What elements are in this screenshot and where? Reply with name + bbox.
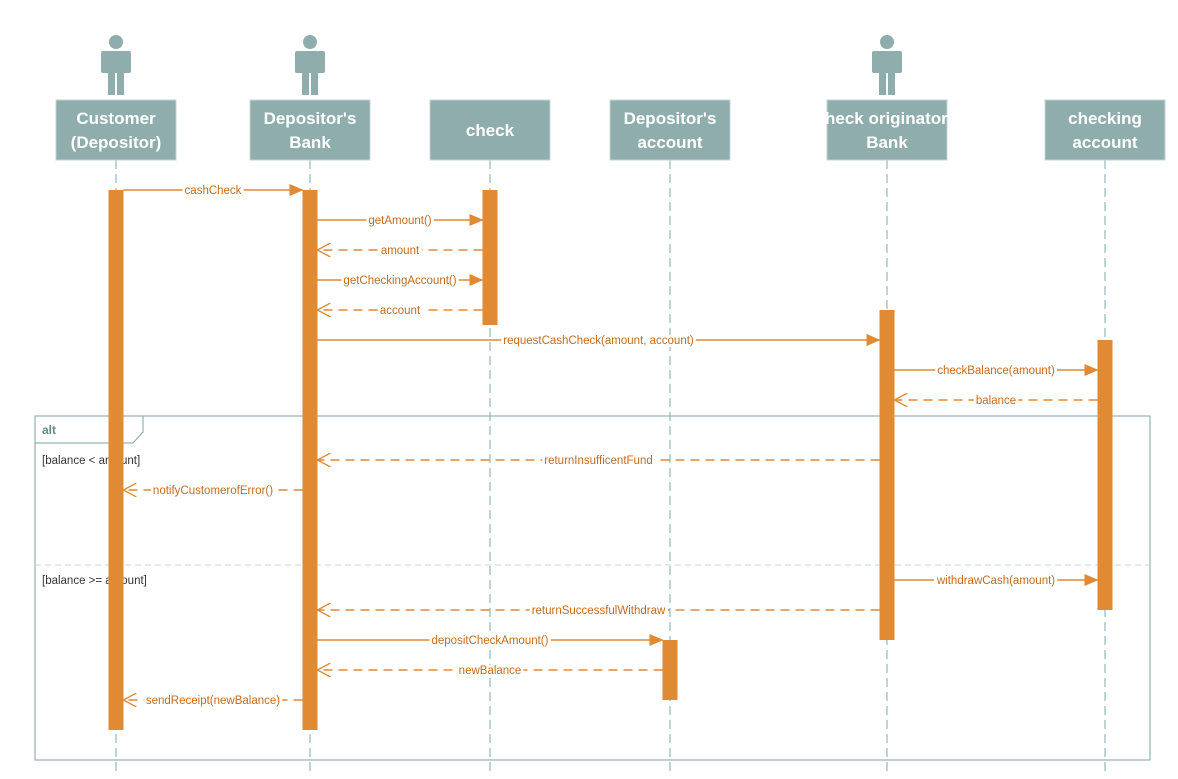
message-label: requestCashCheck(amount, account): [503, 335, 694, 347]
participant-name: Depositor's: [264, 109, 357, 128]
guard-condition-1: [balance < amount]: [42, 455, 140, 467]
message-label-background: [935, 365, 1057, 377]
message-label-background: [501, 335, 696, 347]
message-label: cashCheck: [185, 185, 242, 197]
participant-box-check: [429, 99, 551, 161]
message-label: getAmount(): [368, 215, 431, 227]
participant-box-obank: [826, 99, 948, 161]
activation-bar-check: [482, 190, 498, 325]
message-label-background: [150, 485, 276, 497]
message-label-background: [529, 605, 668, 617]
message-label: depositCheckAmount(): [432, 635, 549, 647]
activation-bar-caccount: [1097, 340, 1113, 610]
activation-bar-obank: [879, 310, 895, 640]
message-label-background: [456, 665, 524, 677]
message-label-background: [973, 395, 1019, 407]
participant-name: Depositor's: [624, 109, 717, 128]
actor-icon: [295, 35, 325, 95]
participant-name: Bank: [866, 133, 908, 152]
message-label-background: [542, 455, 655, 467]
message-label: account: [380, 305, 421, 317]
participant-box-daccount: [609, 99, 731, 161]
participant-box-caccount: [1044, 99, 1166, 161]
message-label-background: [341, 275, 459, 287]
message-label: notifyCustomerofError(): [153, 485, 273, 497]
participant-box-customer: [55, 99, 177, 161]
participant-box-dbank: [249, 99, 371, 161]
participant-name: check: [466, 121, 515, 140]
message-label: returnInsufficentFund: [544, 455, 652, 467]
actor-icon: [872, 35, 902, 95]
message-label: balance: [976, 395, 1016, 407]
message-label-background: [182, 185, 244, 197]
message-label: getCheckingAccount(): [343, 275, 456, 287]
activation-bar-customer: [108, 190, 124, 730]
message-label-background: [377, 305, 423, 317]
alt-operator-label: alt: [42, 423, 56, 437]
participant-name: Check originator's: [813, 109, 962, 128]
participant-name: account: [1072, 133, 1138, 152]
message-label-background: [143, 695, 283, 707]
participant-name: Bank: [289, 133, 331, 152]
actor-icon: [101, 35, 131, 95]
message-label-background: [429, 635, 551, 647]
message-label: checkBalance(amount): [937, 365, 1055, 377]
message-label-background: [366, 215, 434, 227]
message-label-background: [378, 245, 422, 257]
participant-name: (Depositor): [71, 133, 162, 152]
activation-bar-dbank: [302, 190, 318, 730]
guard-condition-2: [balance >= amount]: [42, 575, 147, 587]
message-label: amount: [381, 245, 420, 257]
activation-bar-daccount: [662, 640, 678, 700]
message-label: withdrawCash(amount): [936, 575, 1055, 587]
message-label: newBalance: [459, 665, 522, 677]
message-label-background: [933, 575, 1058, 587]
message-label: sendReceipt(newBalance): [146, 695, 280, 707]
participant-name: checking: [1068, 109, 1142, 128]
participant-name: account: [637, 133, 703, 152]
alt-fragment-frame: [34, 415, 1151, 761]
participant-name: Customer: [76, 109, 156, 128]
message-label: returnSuccessfulWithdraw: [532, 605, 666, 617]
